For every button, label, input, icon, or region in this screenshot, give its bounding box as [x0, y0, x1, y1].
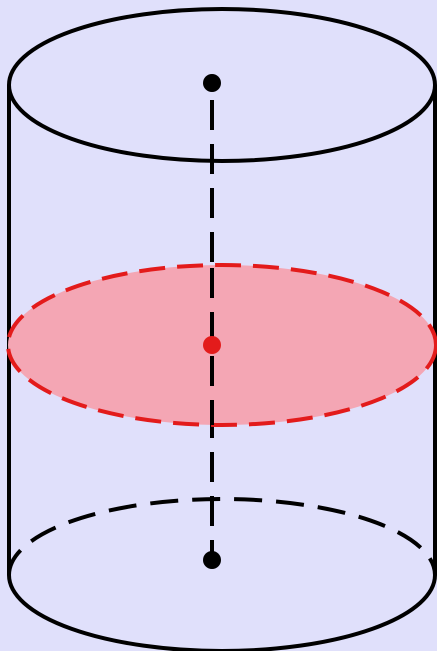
bottom-face-hidden-edge [7, 497, 437, 576]
bottom-face [7, 574, 437, 651]
middle-center-point [203, 336, 221, 354]
bottom-center-point [203, 551, 221, 569]
cross-section [6, 263, 437, 427]
top-center-point [203, 74, 221, 92]
